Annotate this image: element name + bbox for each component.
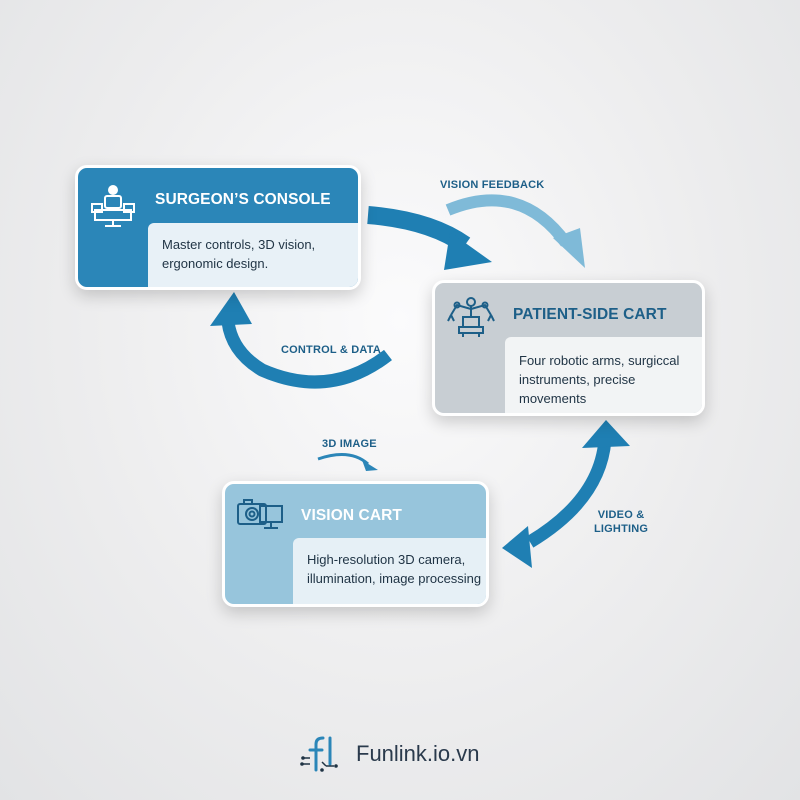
arrow-video-lighting-head-top <box>582 420 630 448</box>
vision-feedback-label: VISION FEEDBACK <box>440 179 545 191</box>
arrow-3d-image-head <box>362 460 378 471</box>
video-lighting-line-1: VIDEO & <box>597 509 645 521</box>
arrow-3d-image <box>317 453 369 466</box>
surgeon-console-node: SURGEON’S CONSOLE Master controls, 3D vi… <box>75 165 361 290</box>
vision-cart-node: VISION CART High-resolution 3D camera, i… <box>222 481 489 607</box>
patient-cart-title: PATIENT-SIDE CART <box>513 306 667 323</box>
console-title: SURGEON’S CONSOLE <box>155 191 331 208</box>
video-lighting-label: VIDEO & LIGHTING <box>594 508 648 536</box>
arrow-vision-feedback <box>445 194 571 247</box>
3d-image-label: 3D IMAGE <box>322 438 377 450</box>
funlink-brand-text: Funlink.io.vn <box>356 741 480 766</box>
patient-side-cart-node: PATIENT-SIDE CART Four robotic arms, sur… <box>432 280 705 416</box>
arrow-video-lighting <box>526 439 612 548</box>
console-description: Master controls, 3D vision, ergonomic de… <box>148 223 358 287</box>
video-lighting-line-2: LIGHTING <box>594 523 649 535</box>
robotic-arms-icon <box>443 295 499 346</box>
surgeon-console-icon <box>88 182 138 235</box>
vision-cart-title: VISION CART <box>301 507 402 524</box>
arrow-vision-feedback-head <box>553 228 585 268</box>
arrow-console-to-patient-head <box>444 232 492 270</box>
arrow-control-data-head <box>210 292 252 326</box>
vision-cart-description: High-resolution 3D camera, illumination,… <box>293 538 486 604</box>
funlink-logo-icon <box>300 734 350 779</box>
patient-cart-description: Four robotic arms, surgiccal instruments… <box>505 337 702 413</box>
arrow-video-lighting-head-bottom <box>502 526 532 568</box>
camera-monitor-icon <box>234 498 286 539</box>
control-data-label: CONTROL & DATA <box>281 344 381 356</box>
arrow-control-data <box>221 320 392 389</box>
